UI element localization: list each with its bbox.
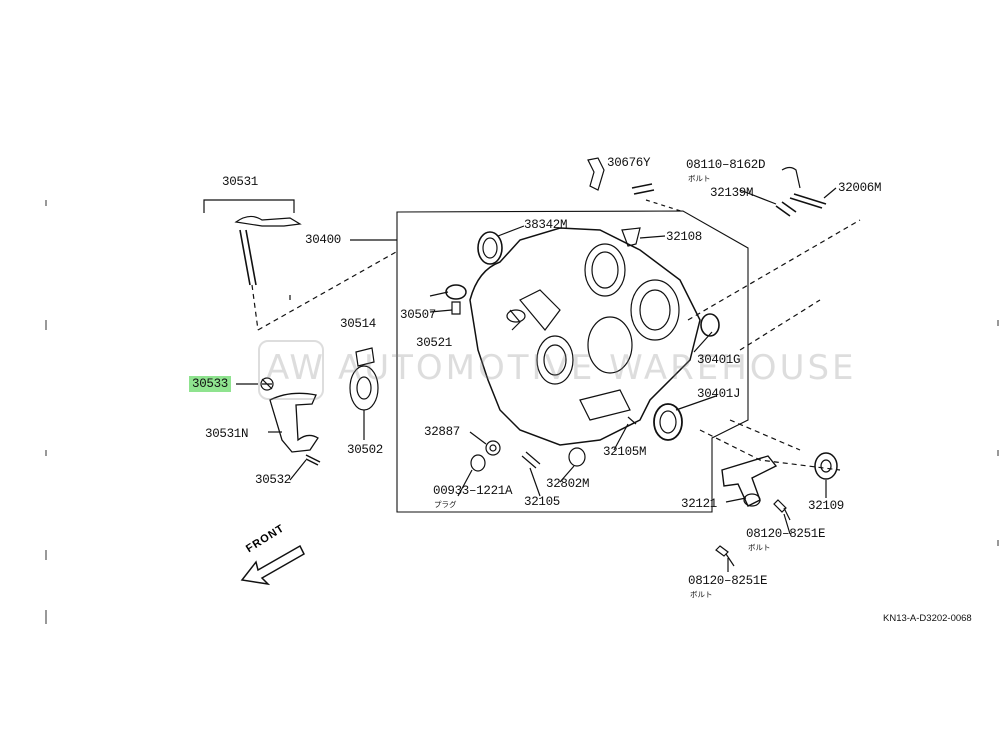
part-label-32105M[interactable]: 32105M: [603, 445, 647, 459]
part-label-32802M[interactable]: 32802M: [546, 477, 590, 491]
watermark-logo: AW: [266, 348, 326, 388]
part-label-32109[interactable]: 32109: [808, 499, 845, 513]
part-label-30401G[interactable]: 30401G: [697, 353, 741, 367]
part-label-32108[interactable]: 32108: [666, 230, 703, 244]
part-label-30532[interactable]: 30532: [255, 473, 292, 487]
part-label-32006M[interactable]: 32006M: [838, 181, 882, 195]
sublabel-plug: プラグ: [434, 500, 457, 509]
part-label-30533[interactable]: 30533: [189, 376, 232, 392]
part-label-32139M[interactable]: 32139M: [710, 186, 754, 200]
watermark-text: AUTOMOTIVE WAREHOUSE: [338, 348, 857, 388]
part-label-30531[interactable]: 30531: [222, 175, 259, 189]
part-label-38342M[interactable]: 38342M: [524, 218, 568, 232]
sublabel-bolt-1: ボルト: [688, 174, 711, 183]
sublabel-bolt-2: ボルト: [748, 543, 771, 552]
front-arrow: [240, 544, 305, 586]
part-label-08120-8251E-b[interactable]: 08120–8251E: [688, 574, 768, 588]
part-label-30676Y[interactable]: 30676Y: [607, 156, 651, 170]
part-label-30401J[interactable]: 30401J: [697, 387, 741, 401]
case-outline: [396, 210, 749, 513]
sublabel-bolt-3: ボルト: [690, 590, 713, 599]
part-label-30521[interactable]: 30521: [416, 336, 453, 350]
part-label-30400[interactable]: 30400: [305, 233, 342, 247]
transmission-case: [469, 227, 701, 446]
part-label-32887[interactable]: 32887: [424, 425, 461, 439]
reference-code: KN13-A-D3202-0068: [883, 613, 972, 624]
part-label-30531N[interactable]: 30531N: [205, 427, 249, 441]
part-label-30507[interactable]: 30507: [400, 308, 437, 322]
part-label-30502[interactable]: 30502: [347, 443, 384, 457]
watermark-logo-box: [258, 340, 324, 400]
part-label-00933-1221A[interactable]: 00933–1221A: [433, 484, 513, 498]
part-label-32121[interactable]: 32121: [681, 497, 718, 511]
part-label-32105[interactable]: 32105: [524, 495, 561, 509]
part-label-08120-8251E-a[interactable]: 08120–8251E: [746, 527, 826, 541]
highlighted-part-label[interactable]: 30533: [189, 376, 232, 392]
part-label-08110-8162D[interactable]: 08110–8162D: [686, 158, 766, 172]
part-label-30514[interactable]: 30514: [340, 317, 377, 331]
